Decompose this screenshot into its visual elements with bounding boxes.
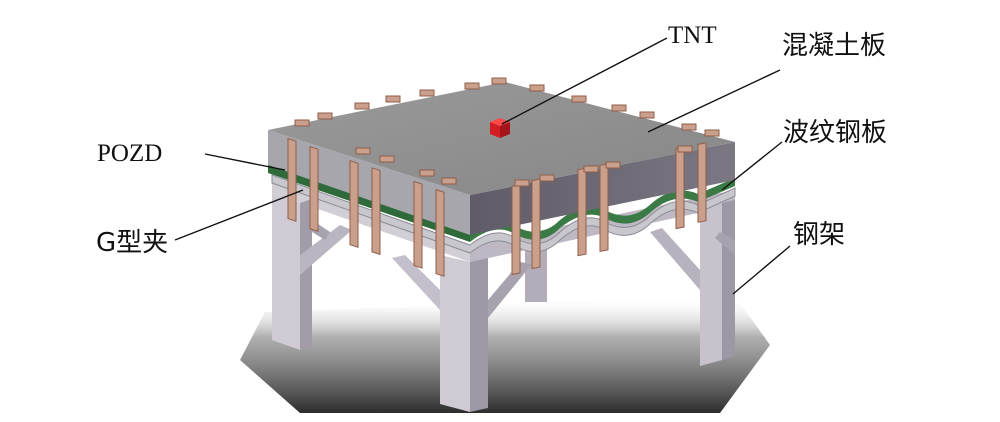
label-corrugated-steel: 波纹钢板 — [783, 118, 888, 148]
corrugated-steel-plate — [271, 174, 736, 254]
g-clamps — [287, 77, 720, 277]
label-steel-frame: 钢架 — [793, 220, 846, 250]
leader-concrete-slab — [647, 69, 781, 133]
label-pozd: POZD — [97, 140, 163, 167]
leader-lines — [174, 37, 791, 295]
leader-g-clamp — [174, 189, 304, 241]
label-concrete-slab: 混凝土板 — [782, 31, 887, 61]
leader-tnt — [501, 37, 668, 125]
leader-corrugated-steel — [721, 141, 783, 191]
leader-steel-frame — [732, 245, 791, 295]
label-tnt: TNT — [668, 22, 717, 49]
tnt-charge — [490, 118, 510, 138]
label-g-clamp: G型夹 — [96, 228, 169, 258]
ground-shadow — [240, 296, 770, 413]
leader-pozd — [204, 153, 286, 171]
